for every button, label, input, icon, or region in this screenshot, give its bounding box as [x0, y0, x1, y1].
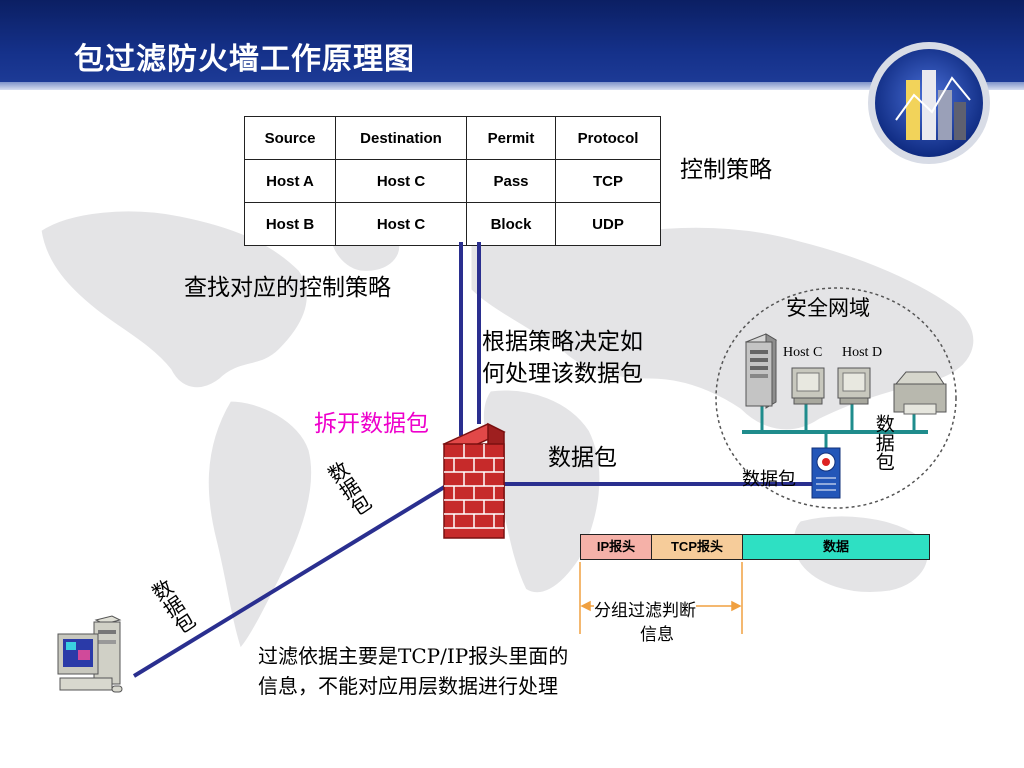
table-cell: Host B — [244, 202, 336, 246]
domain-packet-vertical-label: 数据包 — [872, 414, 895, 471]
table-cell: TCP — [555, 159, 661, 203]
header-band — [0, 82, 1024, 90]
table-cell: Host C — [335, 202, 467, 246]
table-header-row: Source Destination Permit Protocol — [244, 116, 661, 160]
printer-icon — [893, 371, 947, 415]
data-segment: 数据 — [742, 534, 930, 560]
client-computer-icon — [57, 615, 123, 693]
table-cell: Host C — [335, 159, 467, 203]
slide-header — [0, 0, 1024, 88]
connector-line — [132, 484, 448, 678]
find-policy-label: 查找对应的控制策略 — [184, 275, 391, 301]
server-icon — [744, 333, 778, 409]
ip-header-segment: IP报头 — [580, 534, 652, 560]
filter-judge-label-line1: 分组过滤判断 — [594, 596, 696, 621]
note-line1: 过滤依据主要是TCP/IP报头里面的 — [258, 644, 569, 668]
secure-domain-boundary — [715, 287, 957, 509]
decide-label-line2: 何处理该数据包 — [482, 361, 643, 387]
filter-judge-label-line2: 信息 — [640, 625, 674, 645]
table-header-cell: Protocol — [555, 116, 661, 160]
control-policy-table: Source Destination Permit Protocol Host … — [244, 116, 661, 246]
packet-label-right: 数据包 — [548, 445, 617, 471]
page-title: 包过滤防火墙工作原理图 — [74, 42, 415, 77]
host-c-label: Host C — [783, 345, 823, 360]
router-icon — [811, 447, 841, 499]
control-policy-label: 控制策略 — [680, 157, 772, 183]
secure-domain-label: 安全网域 — [786, 296, 870, 320]
bar-chart-logo-icon — [868, 42, 990, 164]
tcp-header-segment: TCP报头 — [651, 534, 743, 560]
table-header-cell: Source — [244, 116, 336, 160]
firewall-icon — [442, 422, 506, 539]
table-cell: Pass — [466, 159, 556, 203]
host-d-computer-icon — [837, 367, 871, 405]
table-header-cell: Permit — [466, 116, 556, 160]
table-cell: UDP — [555, 202, 661, 246]
unpack-packet-label: 拆开数据包 — [314, 411, 429, 437]
domain-packet-label: 数据包 — [742, 469, 796, 490]
table-cell: Block — [466, 202, 556, 246]
table-row: Host B Host C Block UDP — [244, 202, 661, 246]
host-c-computer-icon — [791, 367, 825, 405]
table-header-cell: Destination — [335, 116, 467, 160]
decide-label-line1: 根据策略决定如 — [482, 329, 643, 355]
note-line2: 信息，不能对应用层数据进行处理 — [258, 674, 558, 698]
host-d-label: Host D — [842, 345, 883, 360]
